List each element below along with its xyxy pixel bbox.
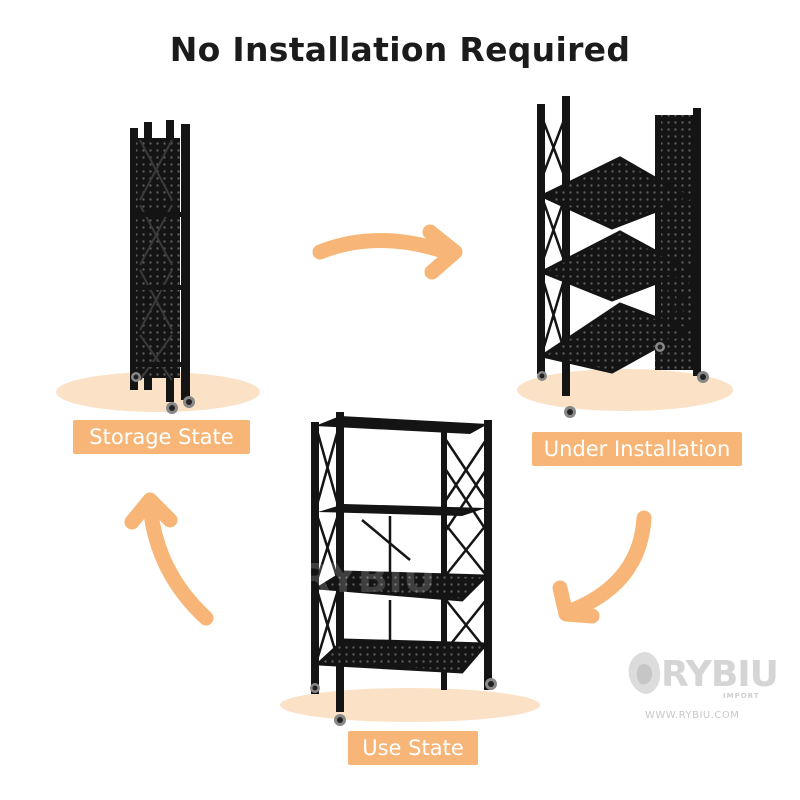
rack-watermark: RYBIU xyxy=(300,556,435,602)
curved-arrow-down-left-icon xyxy=(552,510,652,624)
rack-storage-state xyxy=(130,120,195,414)
curved-arrow-right-icon xyxy=(312,224,463,280)
storage-state-label: Storage State xyxy=(73,420,250,454)
rack-use-state xyxy=(310,412,497,726)
brand-watermark: RYBIU IMPORT WWW.RYBIU.COM xyxy=(625,648,785,728)
rack-under-installation xyxy=(537,96,709,418)
brand-sub: IMPORT xyxy=(723,692,760,700)
brand-url: WWW.RYBIU.COM xyxy=(645,710,740,721)
under-installation-label: Under Installation xyxy=(532,432,742,466)
brand-name: RYBIU xyxy=(661,654,779,695)
curved-arrow-up-icon xyxy=(124,492,214,626)
shadow-storage xyxy=(56,372,260,412)
shadow-install xyxy=(517,369,733,411)
shadow-use xyxy=(280,688,540,722)
lion-logo-icon xyxy=(628,652,661,694)
use-state-label: Use State xyxy=(348,731,478,765)
page-title: No Installation Required xyxy=(169,30,631,69)
